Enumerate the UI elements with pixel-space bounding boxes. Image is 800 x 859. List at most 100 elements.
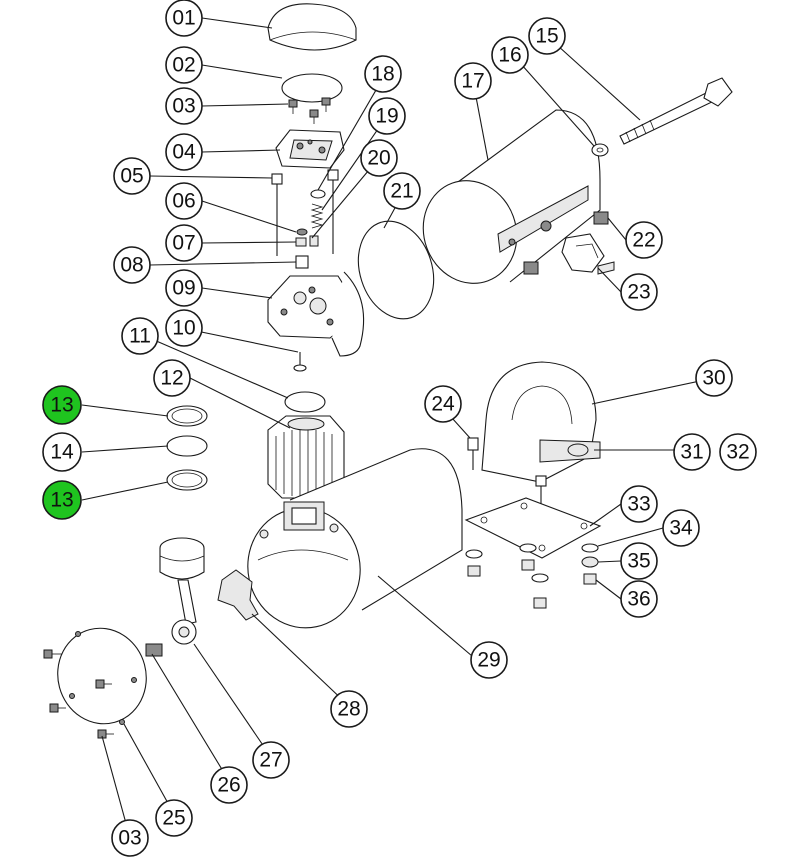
svg-text:29: 29 [477,649,500,672]
part-30-clamp [481,361,601,483]
svg-text:04: 04 [172,141,196,164]
callout-07: 07 [165,224,203,262]
callout-11: 11 [121,317,159,355]
svg-text:35: 35 [627,550,650,573]
svg-text:15: 15 [535,25,558,48]
svg-text:14: 14 [50,441,74,464]
part-05-bolts [271,169,339,256]
svg-text:25: 25 [162,807,185,830]
callout-35: 35 [620,542,658,580]
part-26-setscrew [145,643,163,657]
callout-26: 26 [210,766,248,804]
svg-text:21: 21 [390,180,413,203]
part-10-pin [293,352,307,372]
callout-33: 33 [620,485,658,523]
callout-19: 19 [368,97,406,135]
svg-text:06: 06 [172,190,195,213]
part-08-fitting [295,255,309,269]
part-11-ring [284,391,326,413]
callout-29: 29 [470,641,508,679]
svg-text:10: 10 [172,317,195,340]
part-17-housing [422,109,601,284]
part-22-plug [593,211,609,225]
svg-text:27: 27 [259,749,282,772]
svg-text:08: 08 [120,254,143,277]
callout-32: 32 [719,433,757,471]
svg-text:13: 13 [50,489,73,512]
svg-text:03: 03 [118,827,141,850]
svg-text:32: 32 [726,441,749,464]
callout-01: 01 [165,0,203,37]
part-15-bolt [619,77,733,145]
svg-text:17: 17 [461,70,484,93]
callout-36: 36 [620,580,658,618]
part-23-switch [561,233,615,275]
callout-28: 28 [330,690,368,728]
part-drawings [43,3,733,739]
callout-25: 25 [155,799,193,837]
callout-22: 22 [625,221,663,259]
part-24-bolts [467,437,547,504]
callout-04: 04 [165,133,203,171]
svg-text:16: 16 [498,44,521,67]
callout-03-upper: 03 [165,87,203,125]
svg-text:23: 23 [627,281,650,304]
callout-30: 30 [695,359,733,397]
callout-14: 14 [42,432,82,472]
svg-text:22: 22 [632,229,655,252]
callout-17: 17 [454,62,492,100]
part-04-valve-plate [275,129,345,169]
callouts: 01 02 03 04 05 06 07 08 09 10 11 12 13 1… [42,0,757,857]
callout-27: 27 [252,741,290,779]
svg-text:36: 36 [627,588,650,611]
part-14-ring [166,435,208,457]
svg-text:12: 12 [160,367,183,390]
callout-20: 20 [360,139,398,177]
svg-text:05: 05 [120,165,143,188]
svg-text:24: 24 [431,393,455,416]
callout-21: 21 [383,172,421,210]
callout-23: 23 [620,273,658,311]
part-28-knob [217,569,259,621]
part-02-disc [281,73,343,103]
part-21-gasket [357,220,435,320]
svg-text:02: 02 [172,54,195,77]
svg-text:01: 01 [172,7,195,30]
part-34-36-hardware [465,543,599,609]
callout-05: 05 [113,157,151,195]
callout-08: 08 [113,246,151,284]
part-07-nut [295,237,307,247]
svg-text:26: 26 [217,774,240,797]
part-19-spring [310,203,324,229]
svg-text:34: 34 [669,517,693,540]
svg-text:20: 20 [367,147,390,170]
callout-13-upper: 13 [42,385,82,425]
callout-18: 18 [364,55,402,93]
part-03-screws [288,97,331,124]
svg-text:33: 33 [627,493,650,516]
svg-text:09: 09 [172,277,195,300]
svg-text:19: 19 [375,105,398,128]
callout-13-lower: 13 [42,480,82,520]
callout-09: 09 [165,269,203,307]
part-25-back-plate [57,627,147,725]
svg-text:03: 03 [172,95,195,118]
part-01-cap [267,3,357,51]
part-18-ring [310,189,326,199]
svg-text:18: 18 [371,63,394,86]
callout-15: 15 [528,17,566,55]
part-09-cylinder-head [267,271,365,357]
callout-31: 31 [673,433,711,471]
svg-text:28: 28 [337,698,360,721]
leader-lines [81,17,715,839]
callout-06: 06 [165,182,203,220]
svg-text:13: 13 [50,394,73,417]
callout-24: 24 [424,385,462,423]
callout-16: 16 [491,36,529,74]
piston-assembly [159,537,205,645]
callout-12: 12 [153,359,191,397]
svg-text:11: 11 [129,325,151,348]
svg-text:30: 30 [702,367,725,390]
part-06-washer [296,228,308,236]
